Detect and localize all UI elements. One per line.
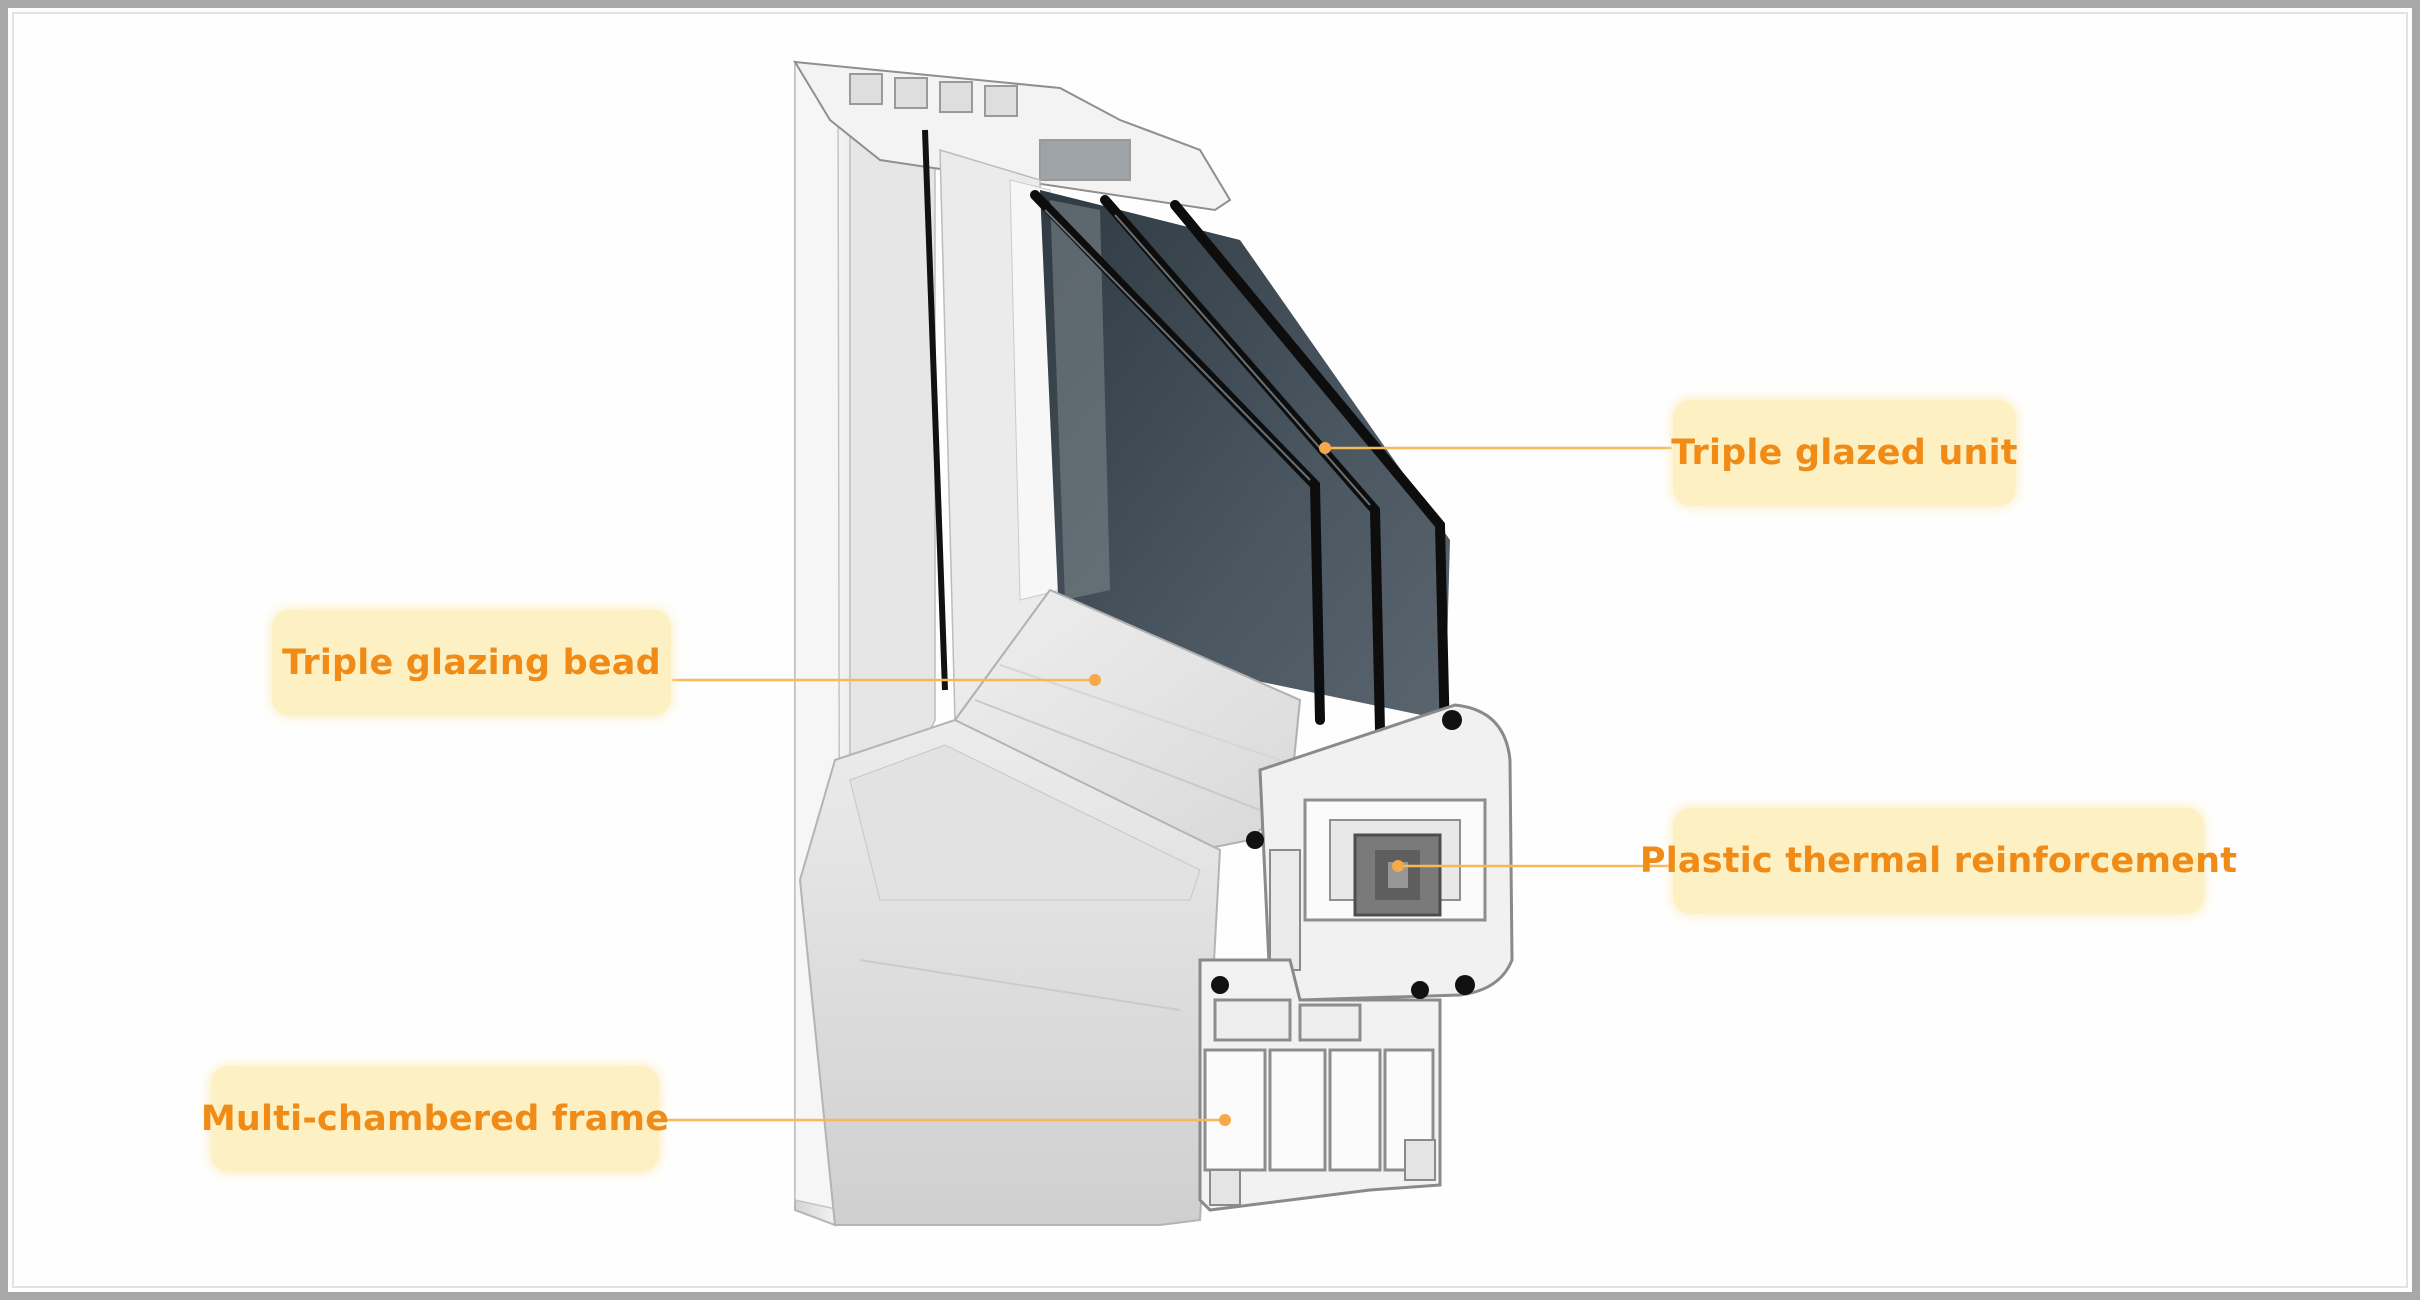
callout-triple-glazed-unit: Triple glazed unit <box>1671 400 2018 506</box>
callout-label-triple-glazing-bead: Triple glazing bead <box>282 643 661 683</box>
callout-label-plastic-thermal-reinforcement: Plastic thermal reinforcement <box>1639 841 2238 881</box>
callout-label-multi-chambered-frame: Multi-chambered frame <box>200 1099 670 1139</box>
callout-triple-glazing-bead: Triple glazing bead <box>272 610 671 716</box>
profile-cross-section <box>1198 703 1514 1212</box>
leader-dot-multi-chambered-frame <box>1219 1114 1231 1126</box>
triple-glazed-unit <box>1030 190 1450 745</box>
outer-frame-sill <box>798 718 1222 1226</box>
leader-dot-plastic-thermal-reinforcement <box>1392 860 1404 872</box>
leader-dot-triple-glazing-bead <box>1089 674 1101 686</box>
thermal-reinforcement-insert <box>1353 833 1442 917</box>
callout-multi-chambered-frame: Multi-chambered frame <box>201 1066 669 1172</box>
callout-label-triple-glazed-unit: Triple glazed unit <box>1671 433 2018 473</box>
callout-plastic-thermal-reinforcement: Plastic thermal reinforcement <box>1640 808 2237 914</box>
leader-dot-triple-glazed-unit <box>1319 442 1331 454</box>
